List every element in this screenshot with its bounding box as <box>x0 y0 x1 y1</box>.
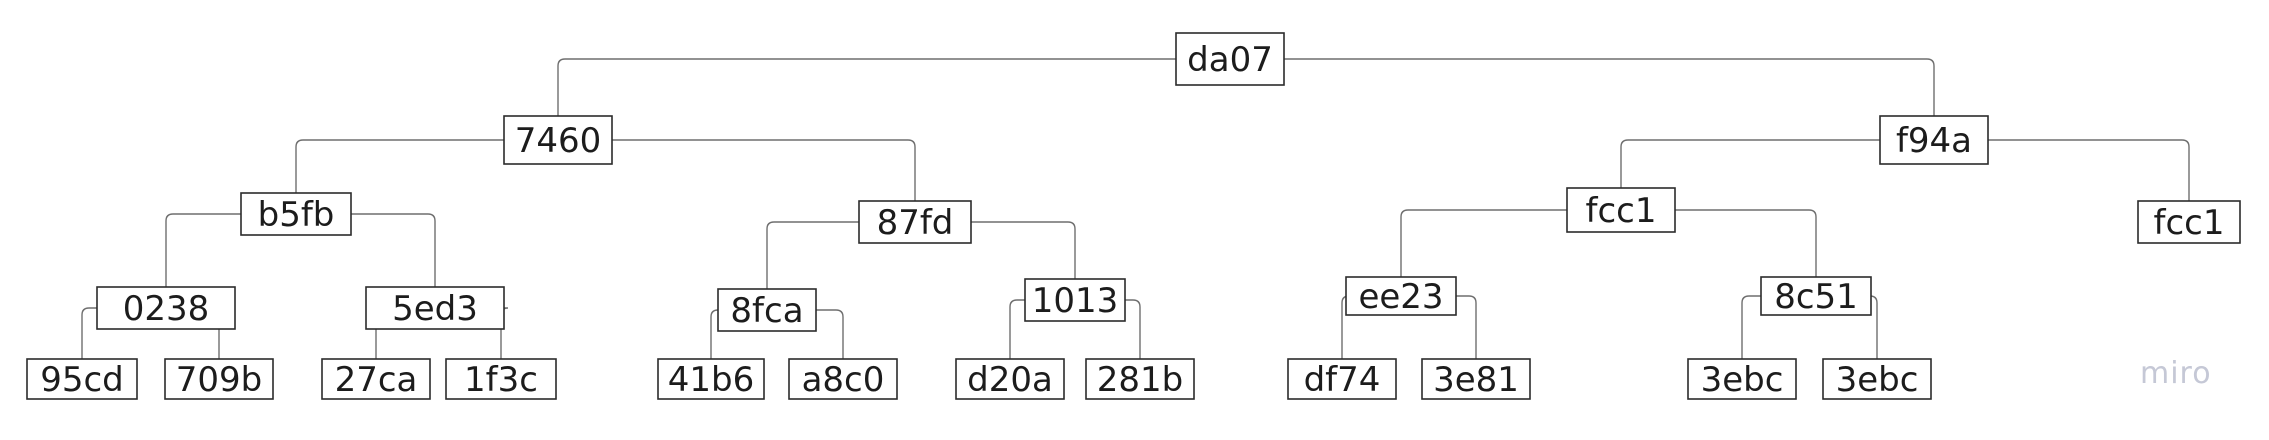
miro-watermark: miro <box>2140 356 2212 391</box>
node-label: 1f3c <box>464 360 538 400</box>
tree-node[interactable]: df74 <box>1287 358 1397 400</box>
tree-edge <box>81 307 97 359</box>
node-label: 5ed3 <box>392 289 478 329</box>
node-box[interactable] <box>1879 115 1989 165</box>
node-box[interactable] <box>164 358 274 400</box>
node-label: 1013 <box>1032 281 1119 321</box>
node-box[interactable] <box>1175 32 1285 86</box>
tree-edge <box>351 213 436 287</box>
node-box[interactable] <box>1421 358 1531 400</box>
tree-node[interactable]: 1f3c <box>445 358 557 400</box>
tree-node[interactable]: fcc1 <box>1566 187 1676 233</box>
tree-edge <box>1400 209 1567 277</box>
tree-edge <box>710 309 719 359</box>
tree-node[interactable]: 3ebc <box>1687 358 1797 400</box>
node-label: a8c0 <box>802 360 885 400</box>
tree-edge <box>612 139 916 201</box>
tree-edge <box>557 58 1176 116</box>
node-box[interactable] <box>1345 276 1457 316</box>
node-label: d20a <box>967 360 1053 400</box>
tree-edge <box>1284 58 1935 116</box>
tree-node[interactable]: 27ca <box>321 358 431 400</box>
node-box[interactable] <box>503 115 613 165</box>
node-box[interactable] <box>717 288 817 332</box>
tree-node[interactable]: a8c0 <box>788 358 898 400</box>
node-label: 281b <box>1097 360 1183 400</box>
node-label: b5fb <box>258 195 335 235</box>
node-box[interactable] <box>365 286 505 330</box>
node-label: 709b <box>176 360 262 400</box>
tree-edge <box>165 213 241 287</box>
tree-edge <box>1125 299 1141 359</box>
tree-node[interactable]: 3ebc <box>1822 358 1932 400</box>
node-box[interactable] <box>858 200 972 244</box>
node-box[interactable] <box>657 358 765 400</box>
node-box[interactable] <box>1085 358 1195 400</box>
node-label: fcc1 <box>1586 191 1657 231</box>
tree-node[interactable]: 281b <box>1085 358 1195 400</box>
tree-node[interactable]: 87fd <box>858 200 972 244</box>
tree-node[interactable]: da07 <box>1175 32 1285 86</box>
node-box[interactable] <box>1822 358 1932 400</box>
tree-edge <box>816 309 844 359</box>
tree-node[interactable]: 8fca <box>717 288 817 332</box>
tree-node[interactable]: d20a <box>955 358 1065 400</box>
node-label: fcc1 <box>2154 203 2225 243</box>
tree-edge <box>766 221 859 289</box>
node-label: 27ca <box>335 360 418 400</box>
node-box[interactable] <box>26 358 138 400</box>
tree-node[interactable]: 5ed3 <box>365 286 505 330</box>
node-label: 8fca <box>730 291 803 331</box>
node-box[interactable] <box>1024 278 1126 322</box>
tree-node[interactable]: 41b6 <box>657 358 765 400</box>
tree-node[interactable]: 1013 <box>1024 278 1126 322</box>
tree-node[interactable]: fcc1 <box>2137 200 2241 244</box>
tree-node[interactable]: 0238 <box>96 286 236 330</box>
tree-edge <box>295 139 504 193</box>
node-label: 3ebc <box>1701 360 1784 400</box>
tree-node[interactable]: 3e81 <box>1421 358 1531 400</box>
tree-edge <box>1620 139 1880 188</box>
node-box[interactable] <box>1687 358 1797 400</box>
tree-node[interactable]: ee23 <box>1345 276 1457 317</box>
tree-node[interactable]: 8c51 <box>1760 276 1872 317</box>
node-box[interactable] <box>788 358 898 400</box>
tree-edge <box>1988 139 2190 201</box>
tree-edge <box>1456 295 1477 359</box>
node-label: 0238 <box>123 289 210 329</box>
node-box[interactable] <box>1287 358 1397 400</box>
tree-node[interactable]: 7460 <box>503 115 613 165</box>
node-label: 95cd <box>40 360 124 400</box>
node-label: 3ebc <box>1836 360 1919 400</box>
node-label: df74 <box>1304 360 1381 400</box>
node-label: 87fd <box>877 203 954 243</box>
node-box[interactable] <box>955 358 1065 400</box>
tree-nodes: da07 7460 f94a b5fb 87fd fcc1 fcc1 0238 5ed3 8fca… <box>26 32 2241 400</box>
node-box[interactable] <box>321 358 431 400</box>
tree-node[interactable]: 95cd <box>26 358 138 400</box>
node-box[interactable] <box>1566 187 1676 233</box>
node-box[interactable] <box>445 358 557 400</box>
node-label: 41b6 <box>668 360 754 400</box>
tree-edge <box>1741 295 1761 359</box>
tree-node[interactable]: f94a <box>1879 115 1989 165</box>
tree-edge <box>971 221 1076 279</box>
node-label: ee23 <box>1358 277 1443 317</box>
tree-node[interactable]: 709b <box>164 358 274 400</box>
node-box[interactable] <box>96 286 236 330</box>
tree-node[interactable]: b5fb <box>240 192 352 236</box>
node-box[interactable] <box>240 192 352 236</box>
node-label: 3e81 <box>1433 360 1519 400</box>
node-label: 8c51 <box>1774 277 1858 317</box>
tree-edge <box>1009 299 1025 359</box>
tree-edge <box>1675 209 1817 277</box>
node-label: 7460 <box>515 121 602 161</box>
node-box[interactable] <box>1760 276 1872 316</box>
node-label: da07 <box>1187 40 1273 80</box>
node-box[interactable] <box>2137 200 2241 244</box>
node-label: f94a <box>1896 121 1972 161</box>
